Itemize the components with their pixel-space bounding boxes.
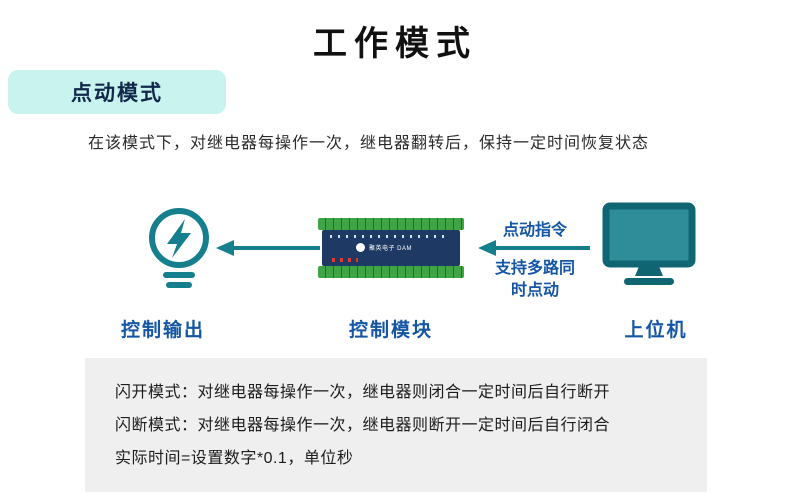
- mode-badge-label: 点动模式: [71, 82, 163, 105]
- device-body: 聚英电子 DAM: [322, 230, 460, 266]
- lightbulb-bolt-icon: [140, 204, 218, 303]
- command-label: 点动指令: [502, 222, 567, 239]
- notes-box: 闪开模式：对继电器每操作一次，继电器则闭合一定时间后自行断开 闪断模式：对继电器…: [85, 358, 707, 492]
- support-label: 支持多路同 时点动: [470, 258, 600, 302]
- page-title: 工作模式: [313, 25, 477, 63]
- device-logo: 聚英电子 DAM: [356, 243, 412, 252]
- mode-description: 在该模式下，对继电器每操作一次，继电器翻转后，保持一定时间恢复状态: [88, 135, 650, 152]
- mode-badge: 点动模式: [8, 70, 226, 114]
- note-line-actual-time: 实际时间=设置数字*0.1，单位秒: [115, 450, 354, 467]
- terminal-strip-top: [318, 218, 464, 230]
- workflow-diagram: 聚英电子 DAM 点动指令 支持多路同 时点动: [0, 190, 790, 350]
- led-indicators: [330, 235, 450, 238]
- terminal-strip-bottom: [318, 266, 464, 278]
- note-line-flash-open: 闪开模式：对继电器每操作一次，继电器则闭合一定时间后自行断开: [115, 384, 611, 401]
- label-control-output: 控制输出: [120, 320, 205, 341]
- arrow-left-icon: [216, 240, 320, 256]
- red-led-indicators: [332, 258, 358, 262]
- relay-module-image: 聚英电子 DAM: [318, 218, 464, 278]
- note-line-flash-close: 闪断模式：对继电器每操作一次，继电器则断开一定时间后自行闭合: [115, 417, 611, 434]
- label-host-computer: 上位机: [624, 320, 688, 341]
- monitor-icon: [602, 202, 696, 295]
- label-control-module: 控制模块: [348, 320, 433, 341]
- support-label-line1: 支持多路同: [494, 260, 575, 277]
- support-label-line2: 时点动: [510, 282, 559, 299]
- device-brand-text: 聚英电子 DAM: [369, 246, 413, 252]
- logo-dot-icon: [356, 243, 365, 252]
- arrow-left-icon: [478, 240, 590, 256]
